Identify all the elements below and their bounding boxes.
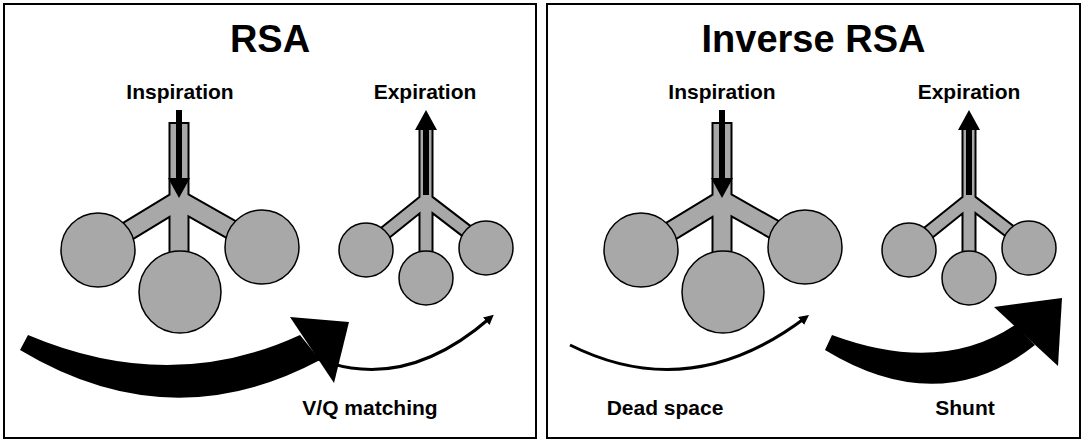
phase-label: Shunt — [935, 396, 994, 420]
panel-box: RSA — [3, 3, 537, 439]
phase-label: Expiration — [374, 80, 477, 104]
phase-label: V/Q matching — [302, 396, 437, 420]
phase-label: Inspiration — [668, 80, 775, 104]
panel-title: RSA — [5, 5, 535, 63]
phase-label: Expiration — [918, 80, 1021, 104]
phase-label: Inspiration — [126, 80, 233, 104]
panel-box: Inverse RSA — [546, 3, 1081, 439]
phase-label: Dead space — [607, 396, 724, 420]
panel-title: Inverse RSA — [548, 5, 1079, 63]
